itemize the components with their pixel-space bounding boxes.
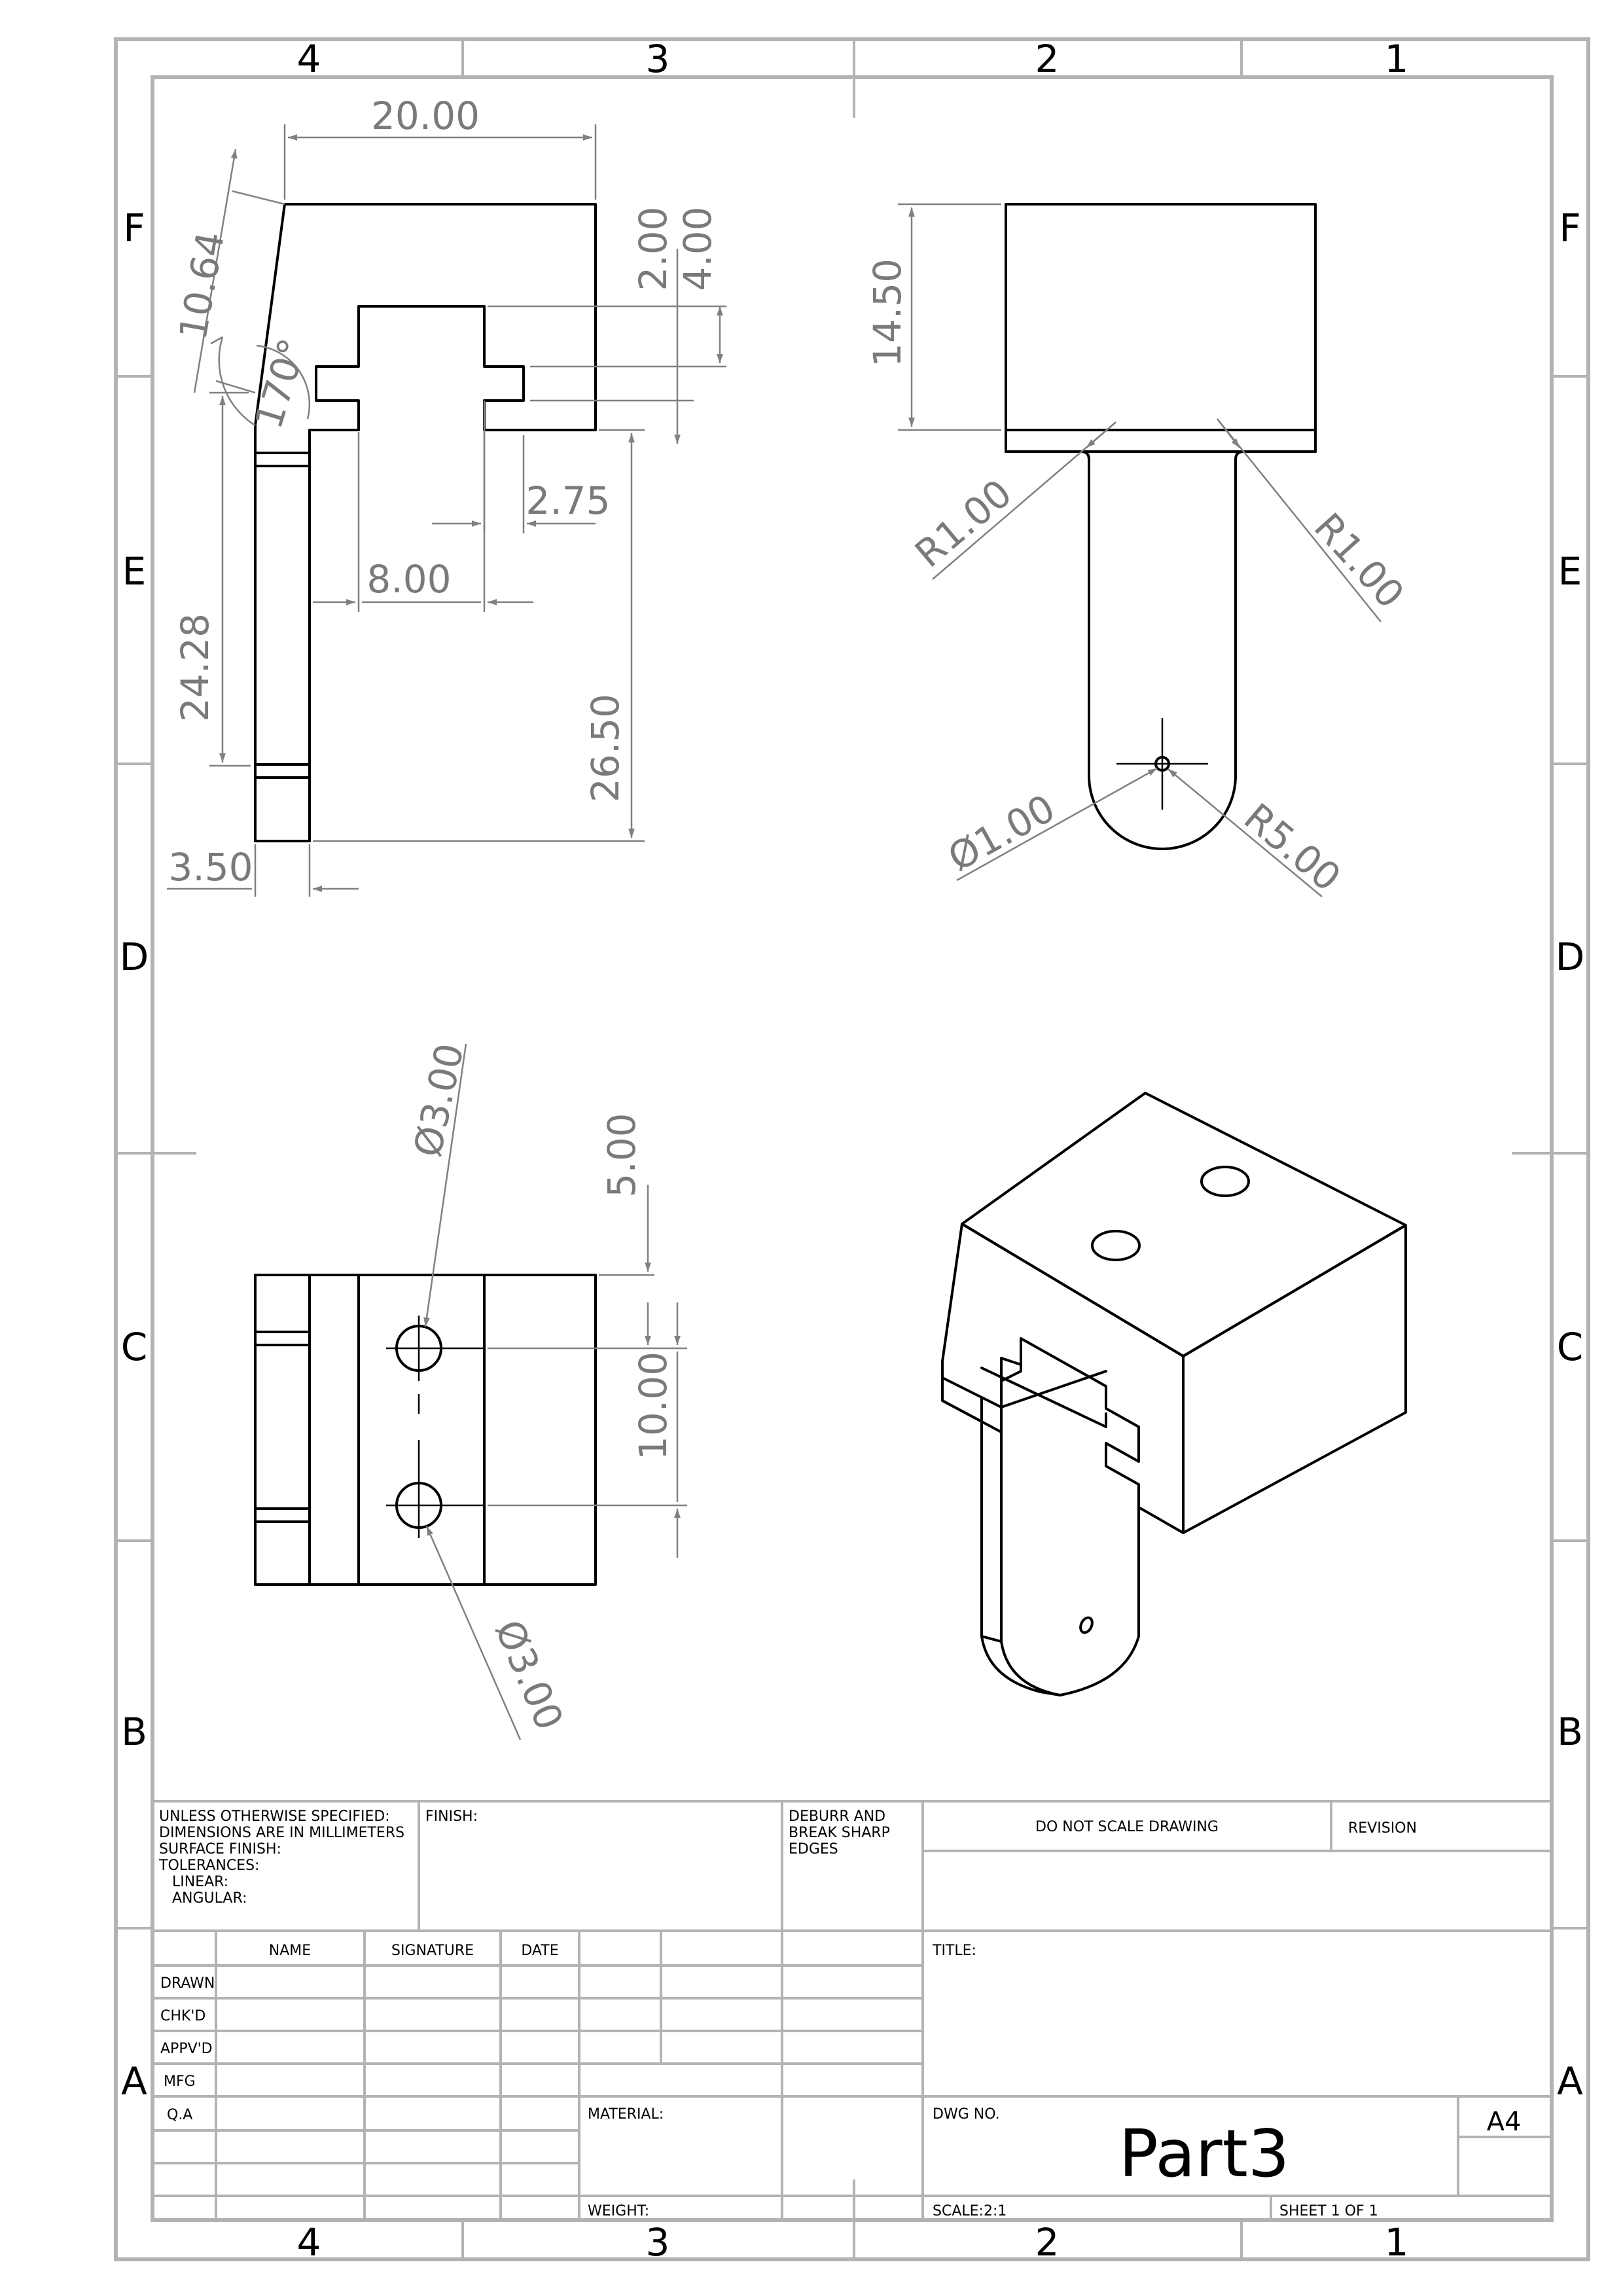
- isometric-view: [941, 1092, 1407, 1696]
- svg-text:ANGULAR:: ANGULAR:: [172, 1890, 247, 1907]
- top-view: Ø3.00 Ø3.00 5.00 10.00: [254, 1039, 687, 1740]
- dim-total-height: 26.50: [583, 694, 628, 802]
- title-block: UNLESS OTHERWISE SPECIFIED: DIMENSIONS A…: [152, 1800, 1552, 2220]
- zone-row-right: F: [1559, 206, 1580, 250]
- zone-col-bottom: 1: [1385, 2220, 1409, 2265]
- col-date: DATE: [521, 1943, 558, 1959]
- svg-text:LINEAR:: LINEAR:: [172, 1874, 228, 1890]
- row-mfg: MFG: [164, 2073, 196, 2090]
- dim-hole-bottom: Ø3.00: [486, 1613, 572, 1736]
- row-drawn: DRAWN: [160, 1975, 215, 1992]
- dim-block-height: 14.50: [865, 259, 910, 367]
- zone-row-right: D: [1556, 935, 1585, 979]
- zone-col-top: 1: [1385, 37, 1409, 81]
- zone-row-left: C: [121, 1325, 148, 1369]
- dim-hole-dia: Ø1.00: [940, 785, 1062, 880]
- scale-label: SCALE:2:1: [933, 2203, 1007, 2219]
- row-approved: APPV'D: [160, 2041, 213, 2057]
- col-name: NAME: [269, 1943, 311, 1959]
- zone-row-left: F: [123, 206, 145, 250]
- svg-text:UNLESS OTHERWISE SPECIFIED:: UNLESS OTHERWISE SPECIFIED:: [159, 1808, 390, 1825]
- dim-hole-top: Ø3.00: [405, 1039, 473, 1160]
- dim-fillet-left: R1.00: [906, 471, 1020, 576]
- top-view-outline: [254, 1274, 597, 1586]
- weight-label: WEIGHT:: [588, 2203, 649, 2219]
- zone-row-right: C: [1557, 1325, 1584, 1369]
- zone-row-right: B: [1557, 1710, 1583, 1754]
- svg-text:SURFACE FINISH:: SURFACE FINISH:: [159, 1841, 281, 1857]
- zone-col-top: 3: [646, 37, 670, 81]
- dim-offset: 5.00: [599, 1113, 644, 1197]
- row-qa: Q.A: [167, 2107, 192, 2123]
- zone-col-bottom: 2: [1035, 2220, 1060, 2265]
- zone-row-left: E: [122, 549, 147, 594]
- dim-slot-depth-a: 2.00: [631, 206, 675, 291]
- dwg-no-label: DWG NO.: [933, 2106, 1000, 2123]
- deburr-note: BREAK SHARP: [789, 1825, 890, 1841]
- svg-text:DIMENSIONS ARE IN MILLIMETERS: DIMENSIONS ARE IN MILLIMETERS: [159, 1825, 404, 1841]
- sheet-size: A4: [1487, 2107, 1522, 2137]
- deburr-note: DEBURR AND: [789, 1808, 885, 1825]
- col-signature: SIGNATURE: [391, 1943, 474, 1959]
- dim-slot-width: 8.00: [366, 557, 451, 601]
- sheet-label: SHEET 1 OF 1: [1279, 2203, 1378, 2219]
- revision-label: REVISION: [1348, 1820, 1417, 1837]
- material-label: MATERIAL:: [588, 2106, 664, 2123]
- dim-slant: 10.64: [170, 228, 233, 343]
- zone-col-top: 2: [1035, 37, 1060, 81]
- iso-hole-1: [1091, 1230, 1141, 1261]
- dim-end-radius: R5.00: [1236, 795, 1349, 900]
- zone-col-bottom: 4: [297, 2220, 321, 2265]
- zone-row-right: A: [1557, 2059, 1583, 2104]
- iso-small-hole: [1079, 1616, 1094, 1634]
- zone-col-bottom: 3: [646, 2220, 670, 2265]
- sheet-frame: 4 3 2 1 4 3 2 1 F E D C B A F E D C B A: [114, 37, 1590, 2265]
- finish-label: FINISH:: [425, 1808, 478, 1825]
- part-name: Part3: [1118, 2115, 1289, 2192]
- dim-spacing: 10.00: [631, 1352, 675, 1460]
- side-view-outline: [1005, 203, 1317, 850]
- iso-hole-2: [1200, 1166, 1250, 1197]
- zone-row-right: E: [1558, 549, 1582, 594]
- row-checked: CHK'D: [160, 2008, 205, 2024]
- dim-step: 2.75: [526, 478, 610, 523]
- svg-text:TOLERANCES:: TOLERANCES:: [158, 1857, 259, 1874]
- dim-fillet-right: R1.00: [1306, 505, 1413, 617]
- zone-row-left: A: [121, 2059, 147, 2104]
- zone-col-top: 4: [297, 37, 321, 81]
- dim-leg-thickness: 3.50: [168, 845, 253, 889]
- dim-slot-depth-b: 4.00: [675, 206, 720, 291]
- side-view: 14.50 R1.00 R1.00 Ø1.00 R5.00: [865, 203, 1413, 900]
- front-view: 20.00 10.64 170° 24.28 2.00 4.00 2.75: [167, 94, 726, 897]
- zone-row-left: D: [120, 935, 149, 979]
- dim-leg-height: 24.28: [173, 613, 217, 722]
- general-notes: UNLESS OTHERWISE SPECIFIED: DIMENSIONS A…: [158, 1808, 404, 1907]
- dim-width-top: 20.00: [371, 94, 480, 138]
- title-label: TITLE:: [932, 1943, 976, 1959]
- zone-row-left: B: [121, 1710, 147, 1754]
- do-not-scale-label: DO NOT SCALE DRAWING: [1035, 1819, 1219, 1835]
- deburr-note: EDGES: [789, 1841, 838, 1857]
